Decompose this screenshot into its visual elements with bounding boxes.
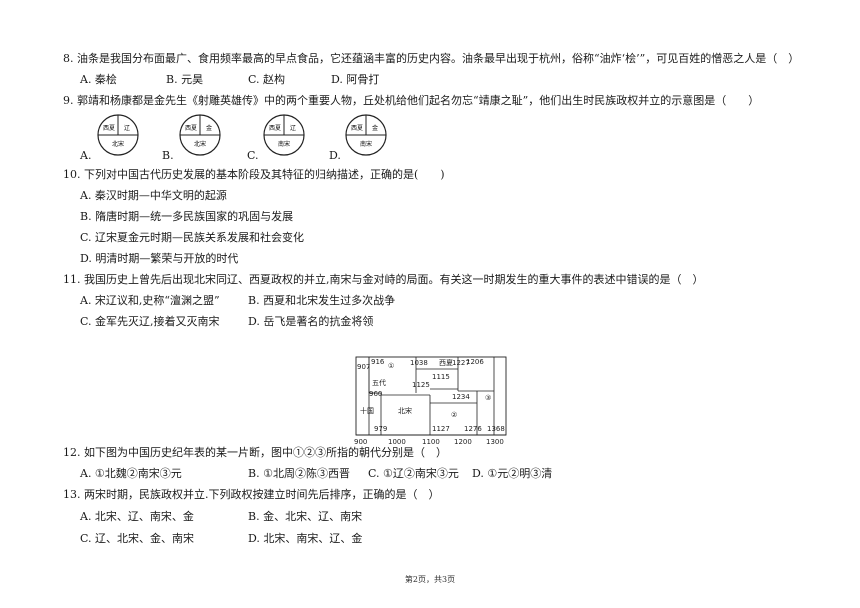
question-13-option-d: D. 北宋、南宋、辽、金 (248, 532, 363, 545)
axis-tick-900: 900 (354, 438, 367, 446)
axis-tick-1300: 1300 (486, 438, 504, 446)
question-8-option-b: B. 元昊 (166, 73, 204, 86)
question-9-option-c: C. (247, 149, 259, 162)
diagram-c-top-right: 辽 (290, 124, 296, 132)
diagram-d-bottom: 南宋 (360, 140, 372, 148)
year-979: 979 (374, 425, 387, 433)
question-10-option-a: A. 秦汉时期—中华文明的起源 (80, 189, 227, 202)
label-beisong: 北宋 (398, 406, 412, 415)
question-8-stem: 8. 油条是我国分布面最广、食用频率最高的早点食品，它还蕴涵丰富的历史内容。油条… (63, 52, 800, 65)
question-13-option-b: B. 金、北宋、辽、南宋 (248, 510, 363, 523)
question-10-stem: 10. 下列对中国古代历史发展的基本阶段及其特征的归纳描述，正确的是( ) (63, 168, 445, 181)
diagram-a-bottom: 北宋 (112, 140, 124, 148)
question-12-option-d: D. ①元②明③清 (472, 467, 553, 480)
year-1115: 1115 (432, 373, 450, 381)
diagram-d-top-right: 金 (372, 124, 378, 132)
question-9-stem: 9. 郭靖和杨康都是金先生《射雕英雄传》中的两个重要人物，丘处机给他们起名勿忘“… (63, 94, 760, 107)
question-12-stem: 12. 如下图为中国历史纪年表的某一片断，图中①②③所指的朝代分别是（ ） (63, 446, 447, 459)
question-11-option-b: B. 西夏和北宋发生过多次战争 (248, 294, 396, 307)
label-wudai: 五代 (372, 378, 386, 387)
question-8-option-a: A. 秦桧 (80, 73, 117, 86)
diagram-b-top-left: 西夏 (185, 125, 197, 132)
question-11-option-a: A. 宋辽议和,史称“澶渊之盟” (80, 294, 220, 307)
diagram-b-top-right: 金 (206, 124, 212, 132)
year-1276: 1276 (464, 425, 482, 433)
label-shiguo: 十国 (360, 406, 374, 415)
question-11-stem: 11. 我国历史上曾先后出现北宋同辽、西夏政权的并立,南宋与金对峙的局面。有关这… (63, 273, 704, 286)
year-1125: 1125 (412, 381, 430, 389)
year-916: 916 (371, 358, 385, 366)
question-13-stem: 13. 两宋时期，民族政权并立.下列政权按建立时间先后排序，正确的是（ ） (63, 488, 440, 501)
diagram-a-top-right: 辽 (124, 124, 130, 132)
question-11-option-c: C. 金军先灭辽,接着又灭南宋 (80, 315, 220, 328)
question-10-option-d: D. 明清时期—繁荣与开放的时代 (80, 252, 239, 265)
axis-tick-1000: 1000 (388, 438, 406, 446)
label-circled-3: ③ (485, 394, 491, 402)
diagram-a-top-left: 西夏 (103, 125, 115, 132)
regime-diagram-c: 西夏 辽 南宋 (263, 114, 305, 156)
question-13-option-c: C. 辽、北宋、金、南宋 (80, 532, 195, 545)
regime-diagram-a: 西夏 辽 北宋 (97, 114, 139, 156)
year-1368: 1368 (487, 425, 505, 433)
question-12-option-b: B. ①北周②陈③西晋 (248, 467, 350, 480)
axis-tick-1100: 1100 (422, 438, 440, 446)
page-footer: 第2页，共3页 (404, 575, 456, 584)
question-9-option-b: B. (162, 149, 174, 162)
year-1234: 1234 (452, 393, 470, 401)
diagram-c-bottom: 南宋 (278, 140, 290, 148)
diagram-d-top-left: 西夏 (351, 125, 363, 132)
dynasty-timeline-chart: 907 916 ① 1038 西夏 1227 1206 1115 五代 1125… (354, 356, 507, 446)
question-10-option-b: B. 隋唐时期—统一多民族国家的巩固与发展 (80, 210, 294, 223)
question-12-option-c: C. ①辽②南宋③元 (368, 467, 459, 480)
year-1206: 1206 (466, 358, 484, 366)
label-xixia: 西夏 (439, 359, 453, 367)
year-1227: 1227 (452, 359, 470, 367)
question-9-option-d: D. (329, 149, 341, 162)
question-10-option-c: C. 辽宋夏金元时期—民族关系发展和社会变化 (80, 231, 305, 244)
year-1038: 1038 (410, 359, 428, 367)
year-1127: 1127 (432, 425, 450, 433)
year-907: 907 (357, 363, 370, 371)
axis-tick-1200: 1200 (454, 438, 472, 446)
question-8-option-c: C. 赵构 (248, 73, 286, 86)
question-8-option-d: D. 阿骨打 (331, 73, 380, 86)
question-13-option-a: A. 北宋、辽、南宋、金 (80, 510, 194, 523)
regime-diagram-d: 西夏 金 南宋 (345, 114, 387, 156)
question-12-option-a: A. ①北魏②南宋③元 (80, 467, 182, 480)
label-circled-2: ② (451, 411, 457, 419)
diagram-c-top-left: 西夏 (269, 125, 281, 132)
year-960: 960 (369, 390, 382, 398)
regime-diagram-b: 西夏 金 北宋 (179, 114, 221, 156)
question-11-option-d: D. 岳飞是著名的抗金将领 (248, 315, 374, 328)
label-circled-1: ① (388, 362, 394, 370)
question-9-option-a: A. (80, 149, 92, 162)
diagram-b-bottom: 北宋 (194, 140, 206, 148)
